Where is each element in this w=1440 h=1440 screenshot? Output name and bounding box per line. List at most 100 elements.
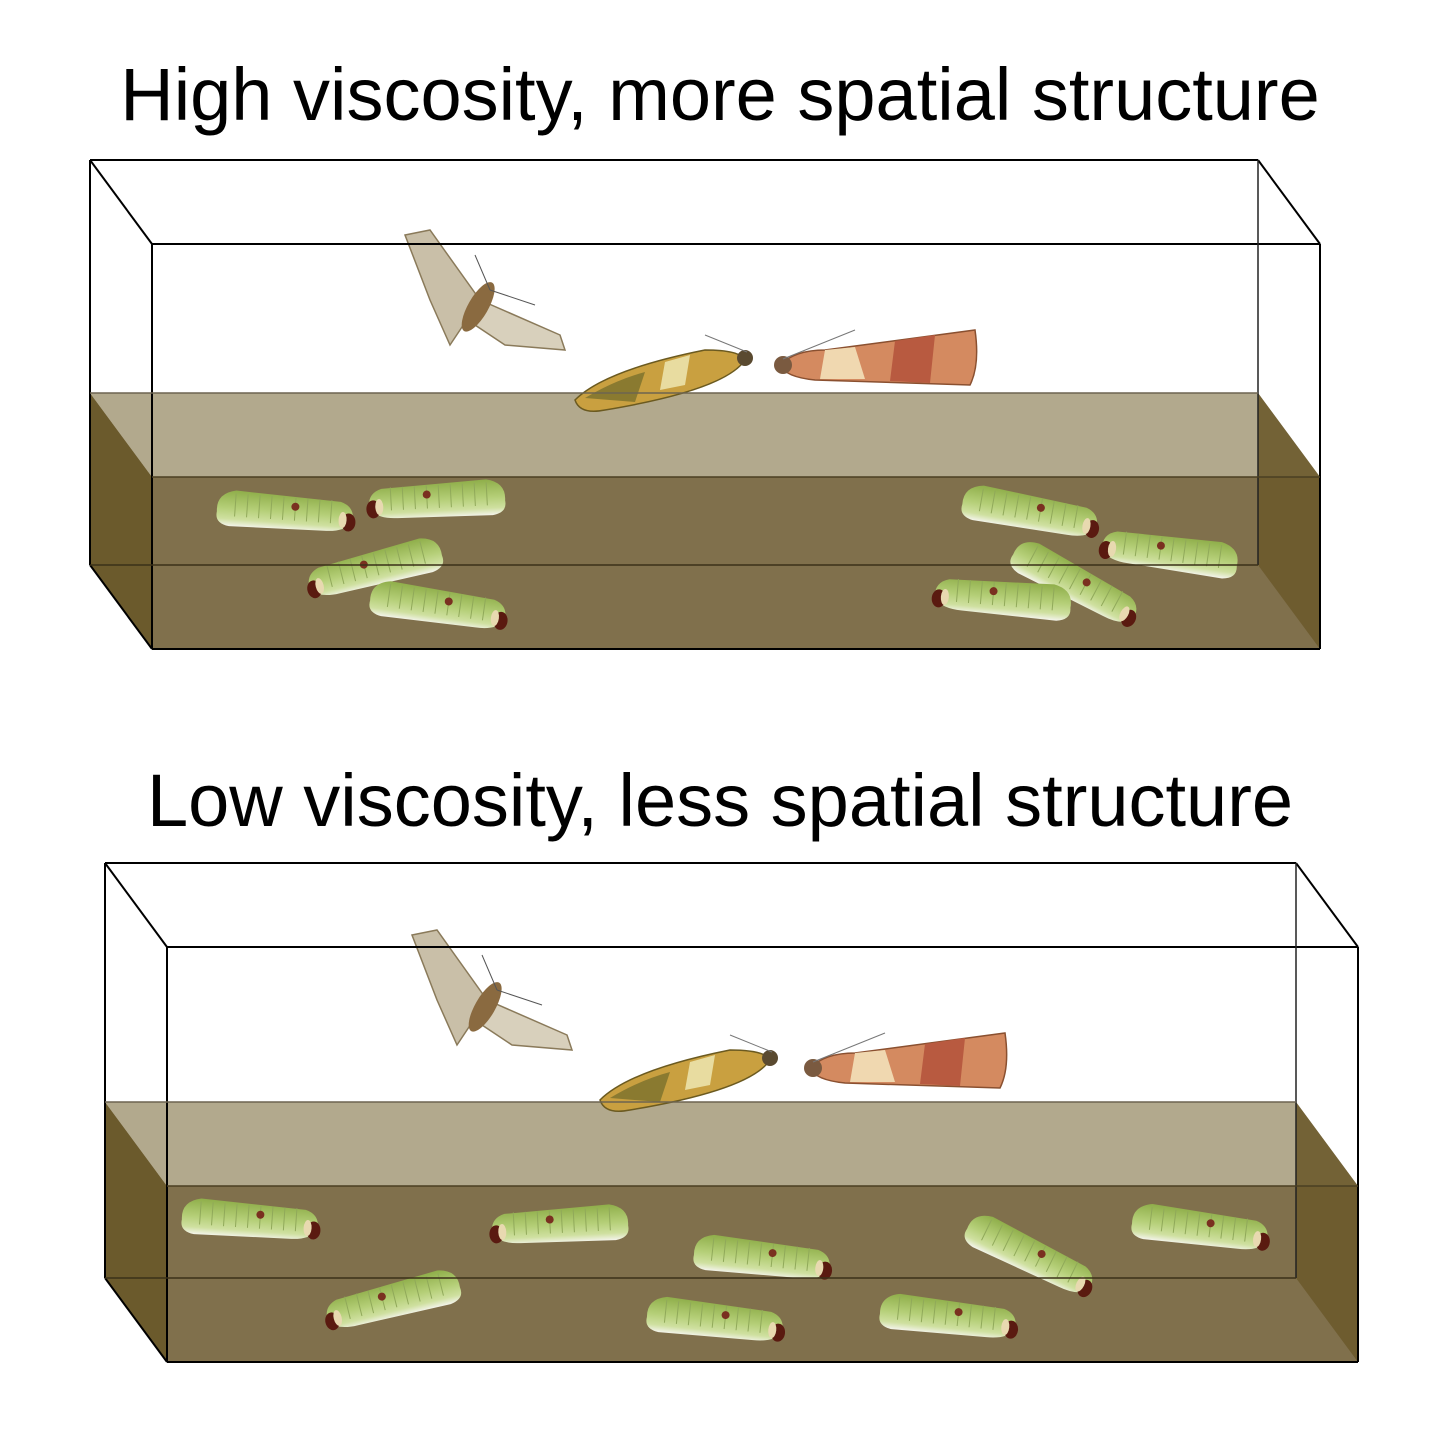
- caterpillar: [931, 579, 1071, 621]
- caterpillar-segment: [1026, 496, 1032, 520]
- caterpillar-segment: [1047, 557, 1060, 579]
- caterpillar-segment: [980, 1305, 984, 1329]
- caterpillar-segment: [1014, 494, 1020, 518]
- caterpillar-segment: [470, 595, 475, 619]
- caterpillar-segment: [407, 544, 415, 567]
- caterpillar: [181, 1198, 321, 1240]
- caterpillar-segment: [329, 500, 333, 524]
- caterpillar-body: [1101, 531, 1238, 579]
- caterpillar-segment: [269, 496, 273, 520]
- caterpillar-segment: [434, 590, 439, 614]
- moth-wing-pattern: [585, 372, 645, 402]
- caterpillar-segment: [1073, 505, 1079, 528]
- caterpillar-spot: [545, 1215, 554, 1224]
- caterpillar-segment: [944, 1301, 949, 1325]
- moth-antenna: [496, 989, 543, 1006]
- caterpillar-body: [1131, 1204, 1268, 1250]
- caterpillar-collar: [815, 1260, 824, 1277]
- caterpillar-body: [326, 1270, 462, 1328]
- caterpillar-segment: [473, 483, 476, 507]
- caterpillar-segment: [955, 579, 959, 603]
- caterpillar-segment: [794, 1246, 798, 1270]
- caterpillar-segment: [1111, 591, 1124, 612]
- moth-antenna: [481, 954, 498, 991]
- caterpillar-segment: [536, 1211, 539, 1235]
- caterpillar-segment: [234, 493, 237, 517]
- caterpillar-collar: [375, 499, 384, 516]
- caterpillar-segment: [1206, 543, 1211, 567]
- caterpillar-collar: [1252, 1231, 1262, 1247]
- caterpillar-segment: [1194, 541, 1199, 565]
- caterpillar-segment: [711, 1304, 716, 1328]
- caterpillar: [961, 485, 1100, 538]
- panel-title-low-viscosity: Low viscosity, less spatial structure: [146, 759, 1294, 842]
- caterpillar-segment: [560, 1209, 563, 1233]
- caterpillar-body: [308, 538, 444, 596]
- caterpillar-spot: [989, 587, 998, 596]
- caterpillar-segment: [747, 1308, 751, 1332]
- caterpillar-segment: [687, 1302, 692, 1326]
- caterpillar: [964, 1215, 1093, 1298]
- caterpillar-segment: [608, 1207, 611, 1231]
- caterpillar: [366, 479, 506, 519]
- caterpillar-collar: [940, 588, 949, 605]
- caterpillar-segment: [481, 597, 487, 621]
- caterpillar-segment: [699, 1303, 704, 1327]
- caterpillar-segment: [344, 1296, 351, 1320]
- caterpillar-segment: [281, 496, 285, 520]
- caterpillar-segment: [1134, 533, 1139, 557]
- caterpillar-segment: [932, 1300, 937, 1324]
- caterpillar-spot: [1206, 1219, 1215, 1228]
- moth: [574, 334, 753, 412]
- caterpillar-segment: [396, 547, 403, 570]
- caterpillar-spot: [422, 490, 431, 499]
- caterpillar: [646, 1296, 786, 1342]
- caterpillar-collar: [1119, 606, 1130, 622]
- caterpillar-segment: [991, 1224, 1003, 1246]
- caterpillar-segment: [1100, 585, 1113, 607]
- caterpillar: [1098, 531, 1238, 579]
- caterpillar-segment: [246, 1204, 250, 1228]
- box-edge: [1257, 159, 1321, 245]
- caterpillar-segment: [722, 1239, 727, 1263]
- caterpillar: [879, 1293, 1019, 1339]
- caterpillar-segment: [981, 1219, 993, 1241]
- moth-antenna: [812, 1032, 886, 1063]
- caterpillar-spot: [1037, 1249, 1046, 1258]
- moth-wing-pattern: [920, 1038, 965, 1086]
- caterpillar-segment: [920, 1299, 925, 1323]
- tank-high-viscosity: [89, 159, 1321, 650]
- moth-wing-pattern: [850, 1050, 895, 1082]
- box-edge: [89, 564, 153, 650]
- caterpillar-segment: [908, 1298, 913, 1322]
- moth-wing: [809, 1032, 1008, 1089]
- caterpillar-segment: [978, 488, 984, 512]
- caterpillar-collar: [338, 512, 347, 529]
- moth-body: [468, 982, 502, 1032]
- caterpillar-collar: [303, 1220, 312, 1237]
- caterpillar-segment: [758, 1242, 763, 1266]
- moth-wing-pattern: [660, 355, 690, 390]
- caterpillar-segment: [1027, 585, 1031, 609]
- caterpillar-segment: [305, 498, 309, 522]
- moth-wing-pattern: [820, 347, 865, 379]
- caterpillar-segment: [1058, 562, 1071, 584]
- moth-head: [737, 350, 753, 366]
- caterpillar-segment: [1037, 551, 1049, 573]
- moth-body: [461, 282, 495, 332]
- substrate-right-side: [1258, 393, 1320, 649]
- caterpillar-segment: [367, 1290, 375, 1314]
- caterpillar-collar: [1075, 1276, 1086, 1292]
- caterpillar-segment: [584, 1208, 587, 1232]
- box-edge: [89, 159, 153, 245]
- caterpillar-segment: [1182, 540, 1187, 563]
- caterpillar-segment: [992, 1306, 996, 1330]
- caterpillar-segment: [282, 1207, 286, 1231]
- caterpillar-body: [961, 485, 1098, 536]
- caterpillar-segment: [746, 1241, 751, 1265]
- caterpillar-segment: [1049, 500, 1055, 524]
- caterpillar-spot: [1082, 578, 1091, 587]
- substrate-right-side: [1296, 1102, 1358, 1362]
- caterpillar-spot: [768, 1249, 777, 1258]
